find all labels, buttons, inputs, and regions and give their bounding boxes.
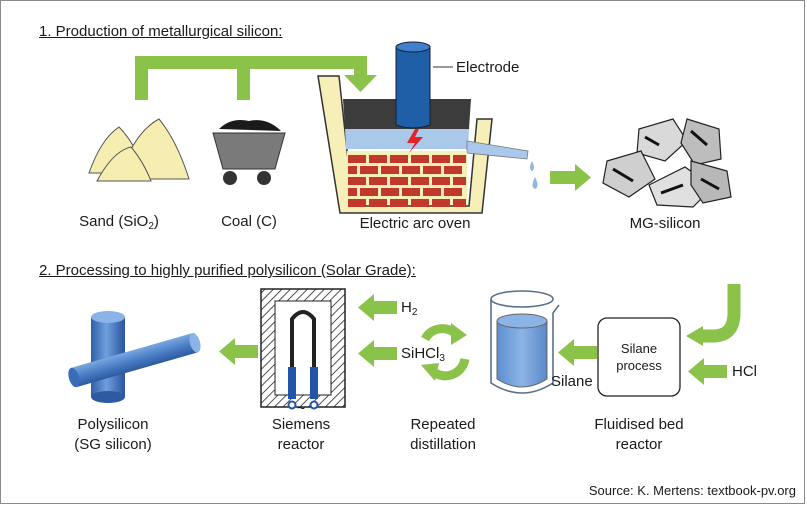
oven-brick <box>360 188 378 196</box>
oven-brick <box>348 199 366 207</box>
feed-arrow <box>135 56 377 100</box>
oven-brick <box>453 177 466 185</box>
oven-label: Electric arc oven <box>359 215 471 232</box>
oven-brick <box>423 166 441 174</box>
arrow-hcl <box>688 358 727 385</box>
oven-brick <box>381 166 399 174</box>
oven-brick <box>411 177 429 185</box>
oven-brick <box>390 177 408 185</box>
oven-brick <box>348 155 366 163</box>
fluidised-bed-label: Fluidised bed reactor <box>594 416 684 453</box>
oven-brick <box>402 166 420 174</box>
sihcl3-label: SiHCl3 <box>401 345 445 364</box>
oven-brick <box>348 166 357 174</box>
arrow-siemens-to-polysilicon <box>219 338 258 365</box>
sand-label: Sand (SiO2) <box>79 213 159 232</box>
silane-process-box <box>597 317 681 397</box>
h2-label: H2 <box>401 299 418 318</box>
recycle-arrows-icon <box>421 323 470 381</box>
arrow-feed-to-silane <box>686 284 741 346</box>
oven-brick <box>369 155 387 163</box>
oven-brick <box>369 177 387 185</box>
oven-brick <box>444 188 462 196</box>
oven-brick <box>402 188 420 196</box>
arc-oven-icon <box>317 41 538 214</box>
oven-brick <box>390 199 408 207</box>
silane-label: Silane <box>551 373 593 390</box>
arrow-h2 <box>358 294 397 321</box>
oven-brick <box>369 199 387 207</box>
oven-brick <box>453 199 466 207</box>
oven-brick <box>423 188 441 196</box>
oven-brick <box>432 155 450 163</box>
oven-brick <box>411 199 429 207</box>
oven-brick <box>411 155 429 163</box>
siemens-reactor-label: Siemens reactor <box>271 416 331 453</box>
beaker-icon <box>490 290 560 394</box>
arrow-oven-to-mg <box>550 164 591 191</box>
electrode-label: Electrode <box>456 59 520 76</box>
source-caption: Source: K. Mertens: textbook-pv.org <box>588 483 796 498</box>
oven-brick <box>348 188 357 196</box>
section1-heading: 1. Production of metallurgical silicon: <box>39 23 283 40</box>
silane-process-label: Silane process <box>616 341 662 373</box>
oven-brick <box>453 155 466 163</box>
oven-brick <box>390 155 408 163</box>
oven-brick <box>444 166 462 174</box>
mg-silicon-label: MG-silicon <box>629 215 701 232</box>
coal-label: Coal (C) <box>221 213 277 230</box>
oven-brick <box>348 177 366 185</box>
polysilicon-label: Polysilicon (SG silicon) <box>74 416 152 453</box>
hcl-label: HCl <box>732 363 757 380</box>
distillation-label: Repeated distillation <box>410 416 476 453</box>
oven-brick <box>381 188 399 196</box>
siemens-reactor-icon <box>260 288 346 410</box>
mg-silicon-chunks-icon <box>602 118 732 208</box>
section2-heading: 2. Processing to highly purified polysil… <box>39 262 416 279</box>
oven-brick <box>432 177 450 185</box>
oven-brick <box>432 199 450 207</box>
arrow-process-to-beaker <box>558 339 597 366</box>
polysilicon-rods-icon <box>68 311 201 403</box>
arrow-sihcl3 <box>358 340 397 367</box>
ac-symbol: ~ <box>297 400 306 416</box>
oven-brick <box>360 166 378 174</box>
sand-pile-icon <box>88 118 190 182</box>
coal-cart-icon <box>212 120 286 185</box>
